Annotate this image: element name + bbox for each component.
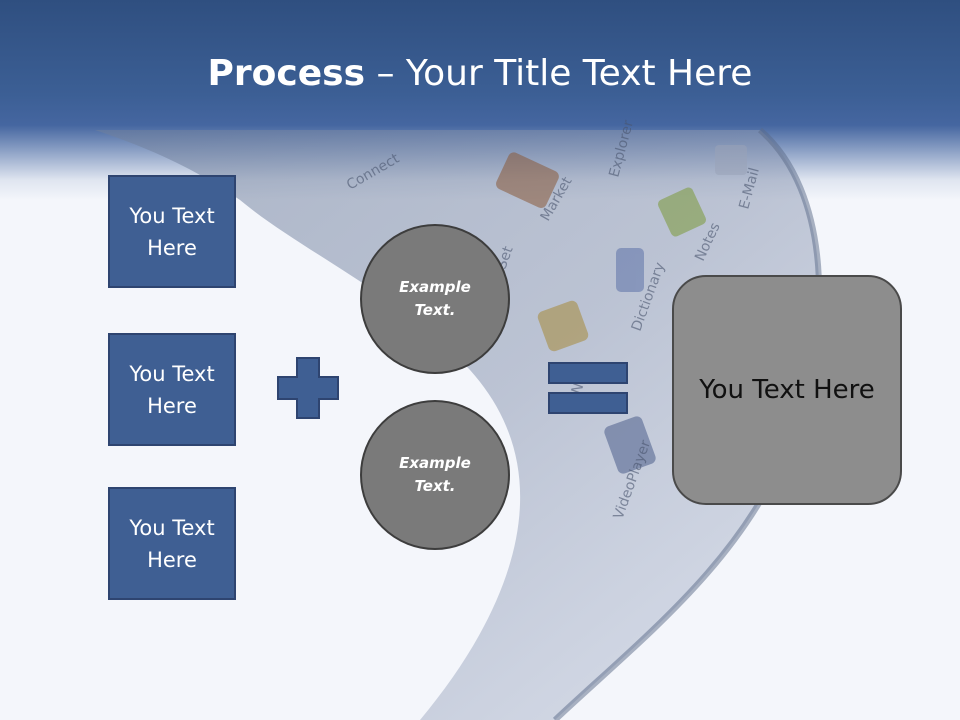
videoplayer-app-icon xyxy=(604,416,656,474)
slide-title: Process – Your Title Text Here xyxy=(0,52,960,96)
title-rest: – Your Title Text Here xyxy=(365,53,753,94)
example-circle-2-text: Example Text. xyxy=(399,454,471,495)
app-icons xyxy=(496,145,747,474)
notes-app-icon xyxy=(657,187,707,237)
plus-icon xyxy=(277,357,339,419)
navi-app-icon xyxy=(537,300,589,352)
email-app-icon xyxy=(715,145,747,175)
title-bold: Process xyxy=(207,53,366,94)
example-circle-2[interactable]: Example Text. xyxy=(360,400,510,550)
example-circle-1[interactable]: Example Text. xyxy=(360,224,510,374)
example-circle-1-text: Example Text. xyxy=(399,278,471,319)
result-box[interactable]: You Text Here xyxy=(672,275,902,505)
text-box-2[interactable]: You Text Here xyxy=(108,333,236,446)
market-app-icon xyxy=(496,152,559,208)
text-box-1[interactable]: You Text Here xyxy=(108,175,236,288)
text-box-3[interactable]: You Text Here xyxy=(108,487,236,600)
equals-icon xyxy=(548,362,628,414)
dictionary-app-icon xyxy=(616,248,644,292)
